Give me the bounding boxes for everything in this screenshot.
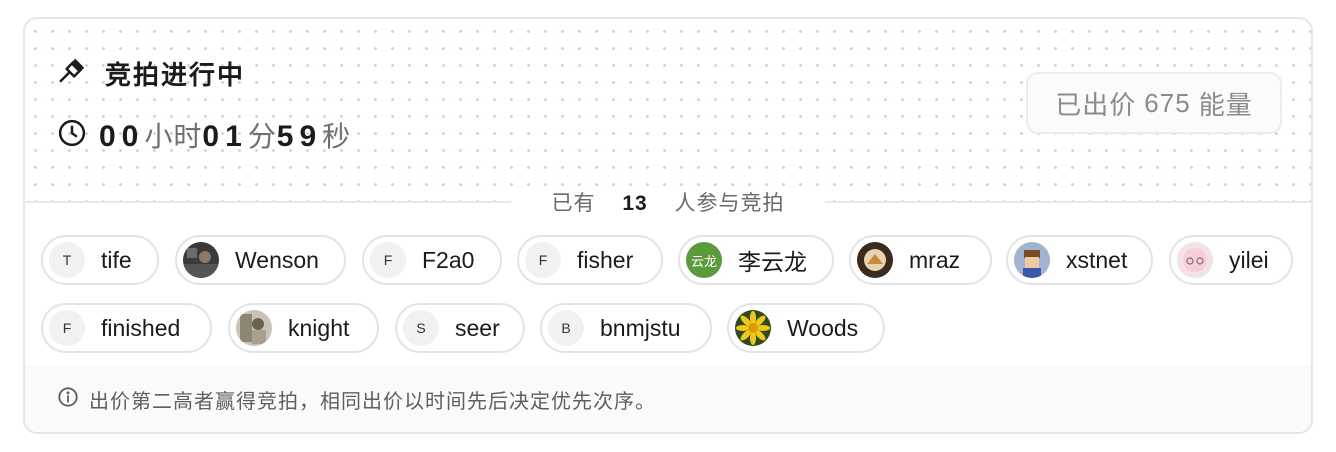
participants-prefix: 已有 xyxy=(531,187,616,217)
countdown-timer: 00 小时 01 分 59 秒 xyxy=(99,115,351,155)
participant-chip[interactable]: T tife xyxy=(41,235,159,285)
participant-name: xstnet xyxy=(1066,246,1128,273)
avatar: F xyxy=(49,310,85,346)
my-bid-badge: 已出价 675 能量 xyxy=(1026,72,1282,134)
participant-name: finished xyxy=(101,314,181,341)
avatar: B xyxy=(548,310,584,346)
avatar: S xyxy=(403,310,439,346)
countdown-minutes-unit: 分 xyxy=(247,121,277,152)
auction-status-text: 竞拍进行中 xyxy=(105,60,246,90)
bid-amount: 675 xyxy=(1144,87,1191,118)
info-icon xyxy=(57,386,79,413)
participant-name: tife xyxy=(101,246,132,273)
auction-header: 竞拍进行中 00 小时 01 分 59 秒 已出价 675 能量 xyxy=(25,19,1311,203)
countdown: 00 小时 01 分 59 秒 xyxy=(57,115,351,155)
auction-rule-note: 出价第二高者赢得竞拍，相同出价以时间先后决定优先次序。 xyxy=(25,366,1311,432)
participant-chip[interactable]: B bnmjstu xyxy=(540,303,712,353)
clock-icon xyxy=(57,118,87,153)
participant-name: Wenson xyxy=(235,246,319,273)
avatar: 云龙 xyxy=(686,242,722,278)
auction-card: 竞拍进行中 00 小时 01 分 59 秒 已出价 675 能量 xyxy=(23,17,1313,434)
bid-prefix: 已出价 xyxy=(1055,89,1137,120)
participant-chip[interactable]: S seer xyxy=(395,303,525,353)
participant-name: yilei xyxy=(1229,246,1269,273)
participant-chip[interactable]: F finished xyxy=(41,303,212,353)
participants-suffix: 人参与竞拍 xyxy=(654,187,805,217)
avatar: F xyxy=(525,242,561,278)
countdown-minutes: 01 xyxy=(202,120,248,153)
participant-chip[interactable]: F fisher xyxy=(517,235,663,285)
countdown-hours: 00 xyxy=(99,120,145,153)
participant-chip[interactable]: xstnet xyxy=(1006,235,1153,285)
participant-name: F2a0 xyxy=(422,246,475,273)
avatar xyxy=(183,242,219,278)
participant-chip[interactable]: Wenson xyxy=(175,235,346,285)
avatar xyxy=(857,242,893,278)
participant-name: 李云龙 xyxy=(738,249,807,275)
avatar: T xyxy=(49,242,85,278)
countdown-hours-unit: 小时 xyxy=(144,121,203,152)
participant-chip[interactable]: mraz xyxy=(849,235,992,285)
participant-name: fisher xyxy=(577,246,634,273)
auction-status: 竞拍进行中 xyxy=(57,55,245,92)
avatar xyxy=(1177,242,1213,278)
participant-name: bnmjstu xyxy=(600,314,681,341)
countdown-seconds: 59 xyxy=(276,120,323,153)
participant-chip[interactable]: Woods xyxy=(727,303,885,353)
countdown-seconds-unit: 秒 xyxy=(322,121,352,152)
gavel-icon xyxy=(57,56,87,91)
participant-name: Woods xyxy=(787,314,859,341)
avatar xyxy=(236,310,272,346)
avatar xyxy=(735,310,771,346)
participants-count-label: 已有 13 人参与竞拍 xyxy=(25,187,1311,217)
participant-chip[interactable]: 云龙 李云龙 xyxy=(678,235,834,285)
participant-chip[interactable]: knight xyxy=(228,303,379,353)
bid-unit: 能量 xyxy=(1198,89,1253,120)
participant-name: seer xyxy=(455,314,500,341)
avatar xyxy=(1014,242,1050,278)
participants-count: 13 xyxy=(622,192,648,215)
rule-text: 出价第二高者赢得竞拍，相同出价以时间先后决定优先次序。 xyxy=(89,390,656,413)
avatar: F xyxy=(370,242,406,278)
participant-name: knight xyxy=(288,314,350,341)
participant-chip[interactable]: yilei xyxy=(1169,235,1293,285)
participant-name: mraz xyxy=(909,246,961,273)
participant-chip[interactable]: F F2a0 xyxy=(362,235,502,285)
